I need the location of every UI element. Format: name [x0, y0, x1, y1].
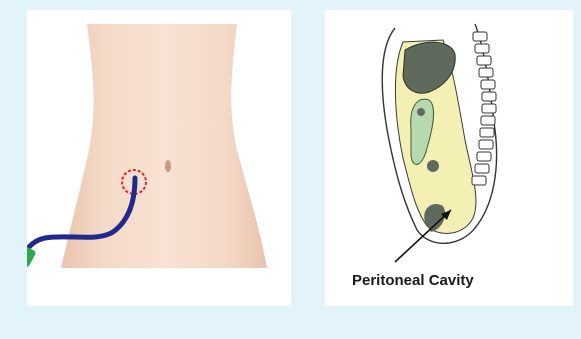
catheter-connector	[27, 246, 37, 268]
peritoneal-cavity-caption: Peritoneal Cavity	[352, 272, 474, 289]
abdomen-illustration	[27, 10, 291, 306]
intestine-loop	[417, 108, 425, 116]
navel	[165, 160, 171, 172]
peritoneal-cavity-panel: Peritoneal Cavity	[325, 10, 573, 306]
torso-shape	[61, 24, 267, 268]
intestine-loop	[427, 160, 439, 172]
abdomen-illustration-panel	[27, 10, 291, 306]
sagittal-section-illustration	[325, 10, 573, 306]
